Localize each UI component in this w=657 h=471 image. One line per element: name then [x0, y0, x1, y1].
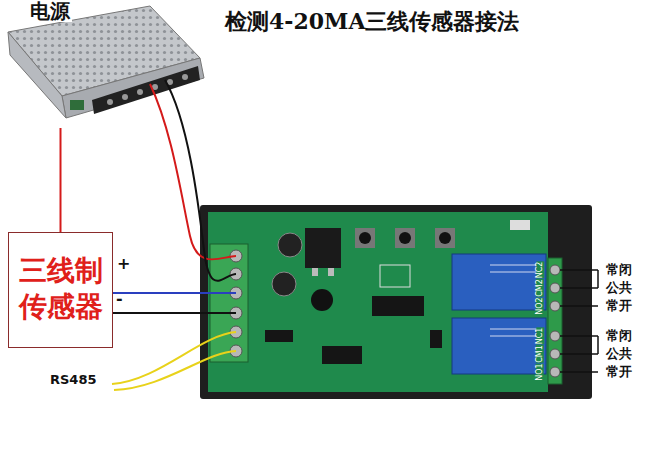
polarity-mark: -	[116, 289, 123, 308]
diagram-title: 检测4-20MA三线传感器接法	[225, 8, 519, 34]
pin-name: NC2	[536, 262, 544, 279]
signal-name: RS485	[50, 372, 97, 388]
polarity-mark: +	[117, 254, 130, 273]
controller-board	[200, 205, 592, 399]
wire-line	[60, 128, 62, 232]
node-label: 三线制传感器	[16, 253, 106, 326]
sensor-box: 三线制传感器	[8, 232, 113, 348]
pin-name: NO2	[536, 297, 544, 314]
wires	[110, 80, 236, 390]
wire-connector	[60, 128, 61, 232]
contact-name: 常闭	[606, 328, 632, 344]
pin-name: NC1	[536, 328, 544, 345]
pin-name: CM2	[536, 279, 544, 297]
relay-brackets	[560, 270, 598, 372]
pin-name: CM1	[536, 345, 544, 363]
contact-name: 公共	[606, 346, 632, 362]
contact-name: 公共	[606, 280, 632, 296]
power-supply-node: 电源	[0, 0, 205, 128]
contact-name: 常开	[606, 364, 632, 380]
pin-name: NO1	[536, 363, 544, 380]
contact-name: 常开	[606, 298, 632, 314]
contact-name: 常闭	[606, 262, 632, 278]
node-heading: 电源	[28, 0, 72, 22]
